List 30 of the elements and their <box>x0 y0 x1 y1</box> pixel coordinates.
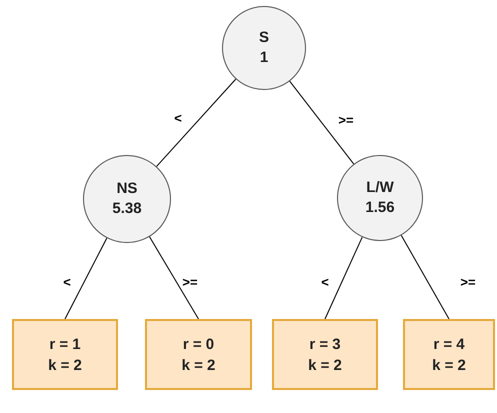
edge-label: < <box>173 112 183 124</box>
node-text: k = 2 <box>182 356 216 376</box>
edge-label: < <box>62 276 72 288</box>
node-text: L/W <box>366 178 394 198</box>
node-text: 1 <box>260 48 268 68</box>
node-text: 1.56 <box>365 198 395 218</box>
node-text: k = 2 <box>48 356 82 376</box>
edge-label: >= <box>337 114 355 126</box>
edge-label: < <box>320 276 330 288</box>
node-text: r = 4 <box>433 334 465 354</box>
edge-label: >= <box>459 276 477 288</box>
connector-line <box>324 236 363 320</box>
edge-label: >= <box>181 276 199 288</box>
leaf-box <box>12 319 118 390</box>
node-text: NS <box>116 179 138 199</box>
node-text: r = 1 <box>49 334 81 354</box>
connector-line <box>149 236 199 320</box>
node-text: r = 3 <box>309 334 341 354</box>
node-text: k = 2 <box>432 356 466 376</box>
connector-line <box>289 80 354 164</box>
connector-line <box>156 78 236 167</box>
leaf-box <box>272 319 378 390</box>
node-text: r = 0 <box>182 334 214 354</box>
node-text: k = 2 <box>308 356 342 376</box>
connector-line <box>400 234 450 320</box>
leaf-box <box>403 319 495 390</box>
leaf-box <box>145 319 252 390</box>
node-text: 5.38 <box>112 199 142 219</box>
connector-line <box>64 238 108 320</box>
node-text: S <box>258 28 269 48</box>
